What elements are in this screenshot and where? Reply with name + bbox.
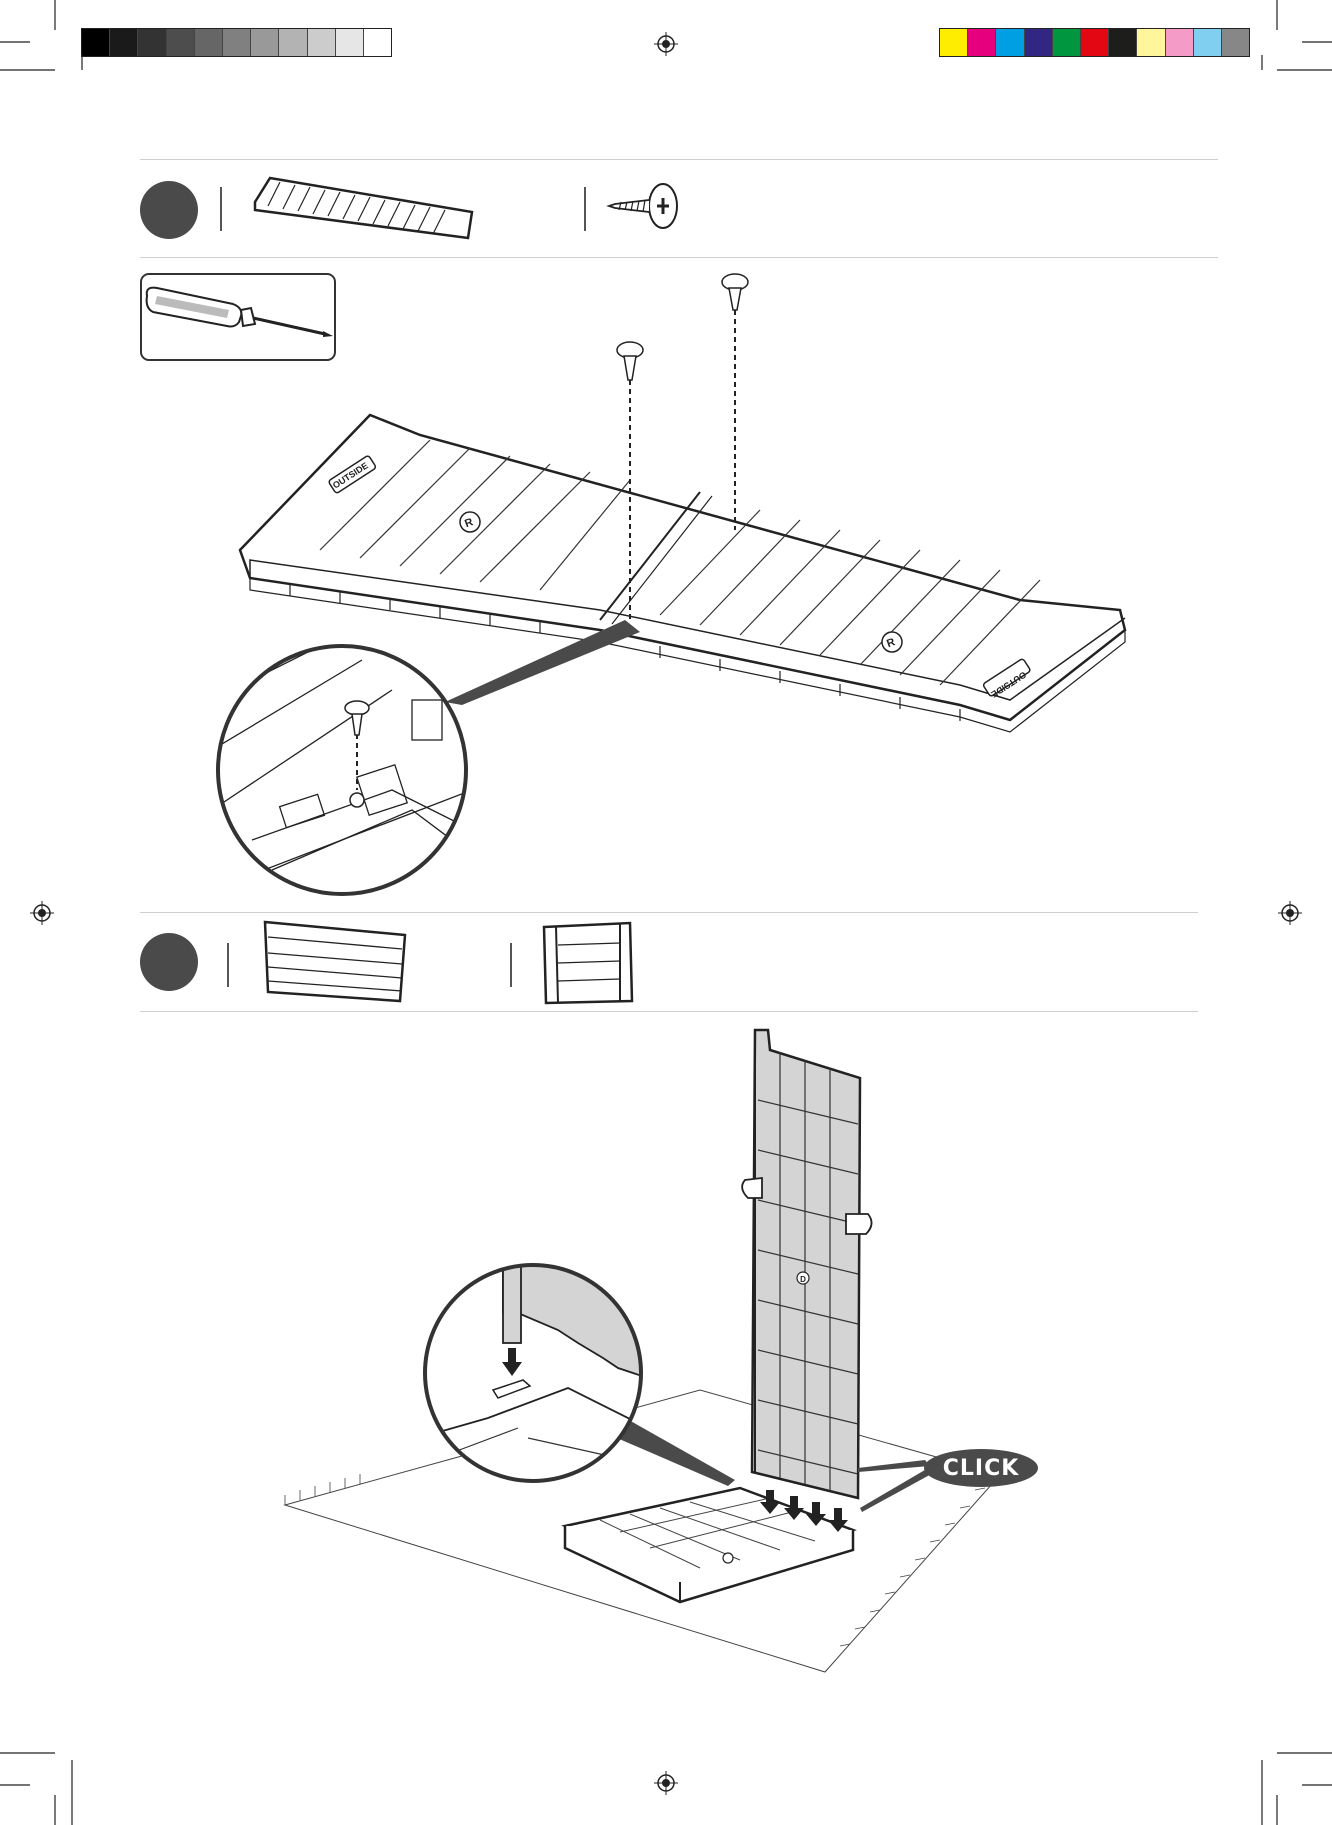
step1-bottom-rule bbox=[140, 257, 1218, 258]
step1-parts-separator bbox=[220, 187, 222, 231]
wall-panel-assembly-illustration: D bbox=[0, 1020, 1332, 1670]
step2-top-rule bbox=[140, 912, 1198, 913]
registration-mark-right bbox=[1278, 901, 1302, 925]
screw-icon-1 bbox=[617, 342, 643, 380]
step1-parts-separator-2 bbox=[584, 187, 586, 231]
panel-marker-d: D bbox=[800, 1275, 806, 1284]
step2-bottom-rule bbox=[140, 1011, 1198, 1012]
screw-icon-2 bbox=[722, 274, 748, 310]
registration-mark-top bbox=[654, 32, 678, 56]
floor-panel-part-icon bbox=[250, 170, 480, 250]
registration-mark-left bbox=[30, 901, 54, 925]
side-panel-part-icon bbox=[540, 917, 640, 1007]
screw-detail-zoom bbox=[212, 640, 472, 900]
registration-mark-bottom bbox=[654, 1771, 678, 1795]
step1-top-rule bbox=[140, 159, 1218, 160]
click-callout: CLICK bbox=[924, 1449, 1038, 1487]
step2-parts-separator-2 bbox=[510, 943, 512, 987]
step2-number-badge bbox=[140, 933, 198, 991]
screw-part-icon bbox=[607, 180, 687, 236]
step1-number-badge bbox=[140, 181, 198, 239]
panel-insert-detail-zoom bbox=[418, 1258, 648, 1488]
wall-panel-part-icon bbox=[260, 917, 410, 1007]
step2-parts-separator bbox=[227, 943, 229, 987]
